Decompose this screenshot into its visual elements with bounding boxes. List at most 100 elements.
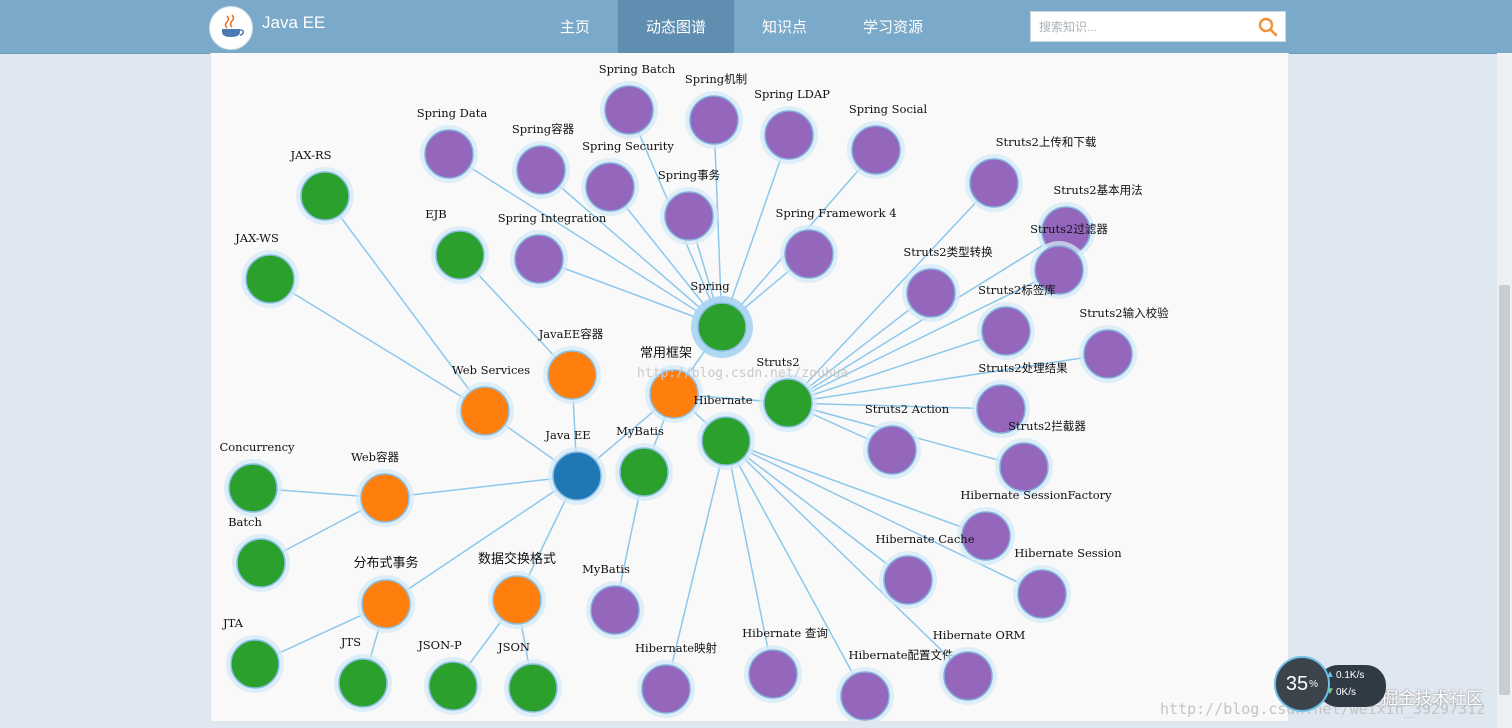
graph-node-spring[interactable]: Spring [690, 279, 753, 358]
graph-node-h_map[interactable]: Hibernate映射 [635, 641, 718, 718]
graph-node-circle[interactable] [361, 579, 411, 629]
graph-node-h_conf[interactable]: Hibernate配置文件 [836, 648, 954, 721]
graph-node-circle[interactable] [590, 585, 640, 635]
nav-resources[interactable]: 学习资源 [863, 19, 924, 36]
graph-node-sdata[interactable]: Spring Data [417, 106, 488, 183]
graph-node-javaee[interactable]: Java EE [544, 428, 606, 505]
graph-node-st_tag[interactable]: Struts2标签库 [977, 283, 1056, 360]
graph-node-dist[interactable]: 分布式事务 [353, 555, 419, 633]
page-scrollbar[interactable] [1497, 53, 1512, 728]
graph-node-circle[interactable] [961, 511, 1011, 561]
graph-node-st_upload[interactable]: Struts2上传和下载 [965, 135, 1097, 212]
graph-node-json[interactable]: JSON [497, 640, 562, 717]
graph-node-webcont[interactable]: Web容器 [351, 450, 414, 527]
graph-node-circle[interactable] [360, 473, 410, 523]
graph-node-st_conv[interactable]: Struts2类型转换 [902, 245, 993, 322]
graph-node-h_session[interactable]: Hibernate Session [1013, 546, 1122, 623]
graph-node-circle[interactable] [338, 658, 388, 708]
graph-node-sfw4[interactable]: Spring Framework 4 [775, 206, 897, 283]
graph-node-circle[interactable] [300, 171, 350, 221]
graph-node-circle[interactable] [508, 663, 558, 713]
graph-node-circle[interactable] [228, 463, 278, 513]
graph-node-circle[interactable] [1083, 329, 1133, 379]
graph-node-circle[interactable] [840, 671, 890, 721]
graph-node-sbatch[interactable]: Spring Batch [599, 62, 676, 139]
graph-node-h_orm[interactable]: Hibernate ORM [933, 628, 1026, 705]
graph-node-ssec[interactable]: Spring Security [581, 139, 674, 216]
graph-node-circle[interactable] [689, 95, 739, 145]
graph-node-ejb[interactable]: EJB [425, 207, 489, 284]
graph-node-sldap[interactable]: Spring LDAP [754, 87, 830, 164]
graph-node-frame[interactable]: 常用框架 [640, 346, 703, 423]
graph-node-circle[interactable] [492, 575, 542, 625]
graph-node-circle[interactable] [851, 125, 901, 175]
graph-node-stx[interactable]: Spring事务 [658, 168, 721, 245]
graph-node-circle[interactable] [619, 447, 669, 497]
graph-node-circle[interactable] [428, 661, 478, 711]
graph-node-st_inter[interactable]: Struts2拦截器 [995, 419, 1086, 496]
search-icon[interactable] [1257, 16, 1279, 38]
graph-node-dataex[interactable]: 数据交换格式 [478, 551, 556, 629]
graph-node-circle[interactable] [701, 416, 751, 466]
graph-node-jsonp[interactable]: JSON-P [417, 638, 482, 715]
graph-node-h_cache[interactable]: Hibernate Cache [875, 532, 975, 609]
graph-node-circle[interactable] [748, 649, 798, 699]
graph-node-circle[interactable] [604, 85, 654, 135]
graph-node-st_filter[interactable]: Struts2过滤器 [1030, 222, 1108, 299]
graph-node-circle[interactable] [236, 538, 286, 588]
graph-node-mybatis1[interactable]: MyBatis [615, 424, 673, 501]
graph-node-jts[interactable]: JTS [334, 635, 392, 712]
graph-node-circle[interactable] [230, 639, 280, 689]
nav-knowledge[interactable]: 知识点 [762, 19, 808, 36]
graph-node-circle[interactable] [552, 451, 602, 501]
graph-node-circle[interactable] [883, 555, 933, 605]
nav-home[interactable]: 主页 [560, 19, 591, 36]
graph-node-eecont[interactable]: JavaEE容器 [538, 327, 604, 404]
memory-usage-gauge[interactable]: 35% [1274, 656, 1330, 712]
graph-node-batch[interactable]: Batch [228, 515, 290, 592]
graph-node-circle[interactable] [943, 651, 993, 701]
graph-node-h_query[interactable]: Hibernate 查询 [742, 626, 828, 703]
graph-node-smech[interactable]: Spring机制 [685, 72, 747, 149]
graph-node-struts2[interactable]: Struts2 [756, 355, 817, 432]
nav-dynamic-graph[interactable]: 动态图谱 [618, 0, 735, 53]
graph-node-circle[interactable] [981, 306, 1031, 356]
graph-node-circle[interactable] [585, 162, 635, 212]
search-input[interactable] [1031, 12, 1267, 41]
graph-node-circle[interactable] [906, 268, 956, 318]
graph-node-circle[interactable] [641, 664, 691, 714]
graph-node-circle[interactable] [664, 191, 714, 241]
graph-node-concurrency[interactable]: Concurrency [219, 440, 295, 517]
graph-node-circle[interactable] [424, 129, 474, 179]
graph-node-jta[interactable]: JTA [222, 616, 284, 693]
graph-node-mybatis2[interactable]: MyBatis [582, 562, 644, 639]
graph-node-st_result[interactable]: Struts2处理结果 [972, 361, 1068, 438]
graph-node-circle[interactable] [1017, 569, 1067, 619]
graph-node-circle[interactable] [245, 254, 295, 304]
graph-node-jaxws[interactable]: JAX-WS [234, 231, 299, 308]
scrollbar-thumb[interactable] [1499, 285, 1510, 695]
graph-node-circle[interactable] [999, 442, 1049, 492]
graph-node-circle[interactable] [435, 230, 485, 280]
graph-node-st_action[interactable]: Struts2 Action [863, 402, 950, 479]
graph-node-circle[interactable] [649, 369, 699, 419]
graph-node-circle[interactable] [764, 110, 814, 160]
graph-node-circle[interactable] [976, 384, 1026, 434]
graph-node-circle[interactable] [547, 350, 597, 400]
java-ee-logo[interactable] [209, 6, 253, 50]
graph-node-ssocial[interactable]: Spring Social [847, 102, 927, 179]
graph-node-circle[interactable] [867, 425, 917, 475]
graph-node-jaxrs[interactable]: JAX-RS [289, 148, 354, 225]
graph-node-scont[interactable]: Spring容器 [512, 122, 575, 199]
graph-node-circle[interactable] [784, 229, 834, 279]
graph-node-circle[interactable] [516, 145, 566, 195]
graph-node-circle[interactable] [969, 158, 1019, 208]
graph-node-circle[interactable] [763, 378, 813, 428]
graph-node-st_valid[interactable]: Struts2输入校验 [1079, 306, 1169, 383]
graph-node-circle[interactable] [697, 302, 747, 352]
graph-node-circle[interactable] [514, 234, 564, 284]
graph-node-hibernate[interactable]: Hibernate [693, 393, 755, 470]
brand-title[interactable]: Java EE [262, 13, 326, 32]
graph-node-sinteg[interactable]: Spring Integration [498, 211, 607, 288]
